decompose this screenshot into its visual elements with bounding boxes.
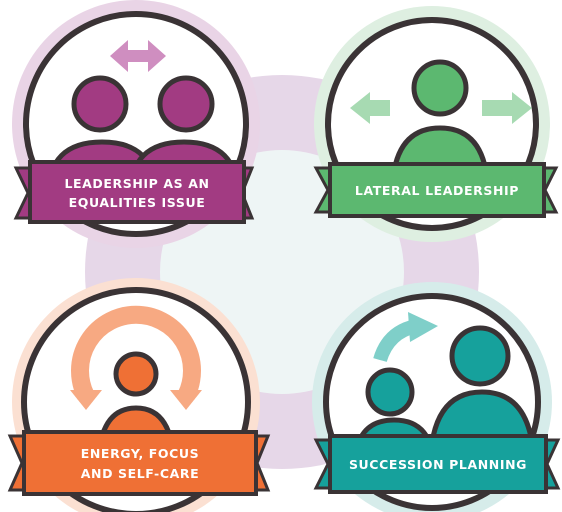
badge-energy-ribbon: ENERGY, FOCUS AND SELF-CARE: [7, 430, 271, 496]
badge-succession-label: SUCCESSION PLANNING: [349, 457, 527, 472]
badge-succession: SUCCESSION PLANNING: [312, 282, 561, 512]
badge-succession-ribbon: SUCCESSION PLANNING: [313, 434, 561, 494]
badge-lateral-ribbon: LATERAL LEADERSHIP: [313, 162, 559, 218]
badge-energy: ENERGY, FOCUS AND SELF-CARE: [7, 278, 271, 512]
badge-equalities-ribbon: LEADERSHIP AS AN EQUALITIES ISSUE: [13, 160, 255, 224]
badge-lateral-label: LATERAL LEADERSHIP: [355, 183, 519, 198]
arrow-right-icon: [482, 92, 532, 124]
badge-equalities-label-line1: LEADERSHIP AS AN: [64, 176, 209, 191]
curved-arrow-icon: [373, 312, 438, 363]
double-arrow-icon: [110, 40, 166, 72]
circular-arrow-icon: [70, 305, 202, 410]
badge-energy-label-line1: ENERGY, FOCUS: [81, 446, 200, 461]
badge-energy-label-line2: AND SELF-CARE: [81, 466, 200, 481]
badge-equalities-label-line2: EQUALITIES ISSUE: [69, 195, 206, 210]
badge-equalities: LEADERSHIP AS AN EQUALITIES ISSUE: [12, 0, 260, 248]
badge-lateral: LATERAL LEADERSHIP: [313, 6, 559, 242]
arrow-left-icon: [350, 92, 390, 124]
